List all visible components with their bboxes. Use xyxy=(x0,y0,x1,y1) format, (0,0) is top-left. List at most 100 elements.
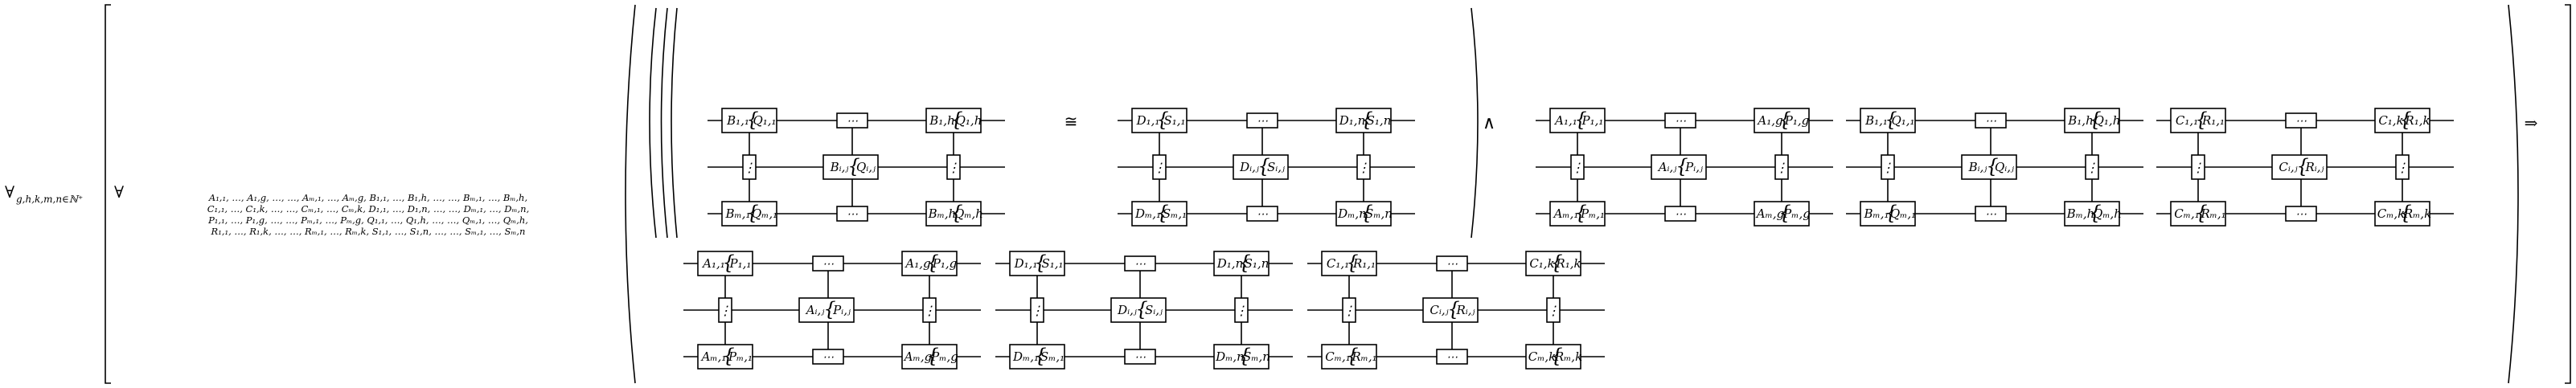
tensor-index: Pᵢ,ⱼ xyxy=(1684,160,1703,174)
tensor-name: Dₘ,n xyxy=(1215,349,1245,364)
vertical-dots: ⋮ xyxy=(923,303,936,318)
block-left-B-r3-c1: Bₘ,₁{Qₘ,₁ xyxy=(721,201,777,227)
vertical-dots: ⋮ xyxy=(743,160,756,175)
tensor-box xyxy=(1754,108,1810,133)
vertical-dots: ⋮ xyxy=(1547,303,1560,318)
tensor-box xyxy=(1525,344,1581,370)
tensor-name: Dₘ,n xyxy=(1337,206,1367,221)
tensor-name: Cₘ,₁ xyxy=(2174,206,2199,221)
ellipsis-node: ⋯ xyxy=(2285,206,2317,222)
tensor-index: S₁,₁ xyxy=(1041,256,1063,271)
tensor-index: Pₘ,g xyxy=(1782,206,1811,221)
tensor-index: P₁,₁ xyxy=(1581,113,1604,128)
ellipsis-box xyxy=(1664,206,1696,222)
tensor-box xyxy=(1233,154,1289,180)
inner-forall-symbol: ∀ xyxy=(114,182,124,202)
horizontal-dots: ⋯ xyxy=(2295,208,2307,221)
tensor-name: Bᵢ,ⱼ xyxy=(830,160,849,174)
premise-left-paren-2 xyxy=(660,7,668,239)
and-symbol: ∧ xyxy=(1483,113,1495,133)
block-right-A: A₁,₁{P₁,₁⋯A₁,g{P₁,g⋮Aᵢ,ⱼ{Pᵢ,ⱼ⋮Aₘ,₁{Pₘ,₁⋯… xyxy=(1536,108,1833,227)
variable-line-3: P₁,₁, …, P₁,g, …, …, Pₘ,₁, …, Pₘ,g, Q₁,₁… xyxy=(207,214,528,226)
block-bottom-A-r2-c2: Aᵢ,ⱼ{Pᵢ,ⱼ xyxy=(798,297,855,323)
tensor-index: Sₘ,n xyxy=(1365,206,1393,221)
tensor-box xyxy=(697,344,753,370)
tensor-box xyxy=(1213,251,1270,276)
tensor-index: Pₘ,g xyxy=(930,349,958,364)
block-bottom-A-r1-c1: A₁,₁{P₁,₁ xyxy=(697,251,753,276)
tensor-grids: B₁,₁{Q₁,₁⋯B₁,h{Q₁,h⋮Bᵢ,ⱼ{Qᵢ,ⱼ⋮Bₘ,₁{Qₘ,₁⋯… xyxy=(683,108,2454,370)
block-right-C-r3-c1: Cₘ,₁{Rₘ,₁ xyxy=(2170,201,2226,227)
vertical-dots: ⋮ xyxy=(2396,160,2409,175)
vertical-ellipsis-node: ⋮ xyxy=(2085,154,2099,180)
horizontal-dots: ⋯ xyxy=(1985,208,1996,221)
vertical-ellipsis-box xyxy=(718,297,732,323)
tensor-box xyxy=(1549,201,1606,227)
tensor-box xyxy=(901,344,958,370)
brace: { xyxy=(1885,108,1897,131)
ellipsis-box xyxy=(812,349,844,365)
tensor-box xyxy=(1321,251,1377,276)
tensor-name: Dₘ,₁ xyxy=(1134,206,1161,221)
horizontal-dots: ⋯ xyxy=(1985,115,1996,128)
tensor-box xyxy=(1860,201,1916,227)
ellipsis-node: ⋯ xyxy=(1975,206,2007,222)
tensor-index: Sᵢ,ⱼ xyxy=(1267,160,1285,174)
brace: { xyxy=(1447,298,1459,321)
brace: { xyxy=(2089,202,2101,224)
horizontal-dots: ⋯ xyxy=(1134,258,1146,271)
brace: { xyxy=(1574,108,1586,131)
tensor-name: A₁,g xyxy=(904,256,930,271)
brace: { xyxy=(1346,345,1358,367)
tensor-index: Qₘ,₁ xyxy=(1890,206,1916,221)
brace: { xyxy=(2399,108,2411,131)
block-right-C-r1-c3: C₁,k{R₁,k xyxy=(2374,108,2430,133)
vertical-ellipsis-box xyxy=(742,154,757,180)
ellipsis-node: ⋯ xyxy=(1246,112,1278,129)
tensor-name: B₁,h xyxy=(929,113,954,128)
ellipsis-node: ⋯ xyxy=(1124,255,1156,272)
tensor-name: C₁,₁ xyxy=(2176,113,2198,128)
horizontal-dots: ⋯ xyxy=(1134,351,1146,364)
implies-symbol: ⇒ xyxy=(2525,113,2538,133)
tensor-box xyxy=(925,201,982,227)
vertical-ellipsis-box xyxy=(1342,297,1356,323)
tensor-index: R₁,k xyxy=(2404,113,2430,128)
tensor-box xyxy=(798,297,855,323)
ellipsis-box xyxy=(2285,206,2317,222)
ellipsis-node: ⋯ xyxy=(1664,206,1696,222)
block-right-C-r1-c1: C₁,₁{R₁,₁ xyxy=(2170,108,2226,133)
block-bottom-D-r1-c1: D₁,₁{S₁,₁ xyxy=(1009,251,1065,276)
tensor-index: R₁,₁ xyxy=(1352,256,1376,271)
tensor-index: Qₘ,h xyxy=(2093,206,2122,221)
tensor-index: S₁,n xyxy=(1245,256,1270,271)
vertical-ellipsis-box xyxy=(922,297,937,323)
tensor-box xyxy=(1321,344,1377,370)
tensor-index: Rᵢ,ⱼ xyxy=(2304,160,2324,174)
brace: { xyxy=(823,298,835,321)
brace: { xyxy=(1346,251,1358,274)
tensor-box xyxy=(721,108,777,133)
block-left-B-r1-c1: B₁,₁{Q₁,₁ xyxy=(721,108,777,133)
vertical-dots: ⋮ xyxy=(1881,160,1894,175)
tensor-name: Aᵢ,ⱼ xyxy=(805,303,825,317)
ellipsis-box xyxy=(1975,206,2007,222)
tensor-index: P₁,g xyxy=(1784,113,1809,128)
tensor-index: Q₁,h xyxy=(2094,113,2121,128)
tensor-name: Dₘ,₁ xyxy=(1012,349,1039,364)
block-left-B: B₁,₁{Q₁,₁⋯B₁,h{Q₁,h⋮Bᵢ,ⱼ{Qᵢ,ⱼ⋮Bₘ,₁{Qₘ,₁⋯… xyxy=(708,108,1005,227)
tensor-box xyxy=(1335,108,1392,133)
block-bottom-C: C₁,₁{R₁,₁⋯C₁,k{R₁,k⋮Cᵢ,ⱼ{Rᵢ,ⱼ⋮Cₘ,₁{Rₘ,₁⋯… xyxy=(1307,251,1605,370)
tensor-name: Aₘ,g xyxy=(903,349,932,364)
variable-line-4: R₁,₁, …, R₁,k, …, …, Rₘ,₁, …, Rₘ,k, S₁,₁… xyxy=(211,226,526,237)
tensor-index: Rₘ,k xyxy=(1554,349,1582,364)
ellipsis-box xyxy=(1436,349,1468,365)
tensor-name: D₁,₁ xyxy=(1136,113,1160,128)
brace: { xyxy=(926,251,938,274)
tensor-index: Rₘ,₁ xyxy=(1351,349,1376,364)
vertical-ellipsis-node: ⋮ xyxy=(1234,297,1249,323)
vertical-dots: ⋮ xyxy=(1153,160,1166,175)
block-right-A-r3-c1: Aₘ,₁{Pₘ,₁ xyxy=(1549,201,1606,227)
vertical-ellipsis-box xyxy=(1570,154,1585,180)
